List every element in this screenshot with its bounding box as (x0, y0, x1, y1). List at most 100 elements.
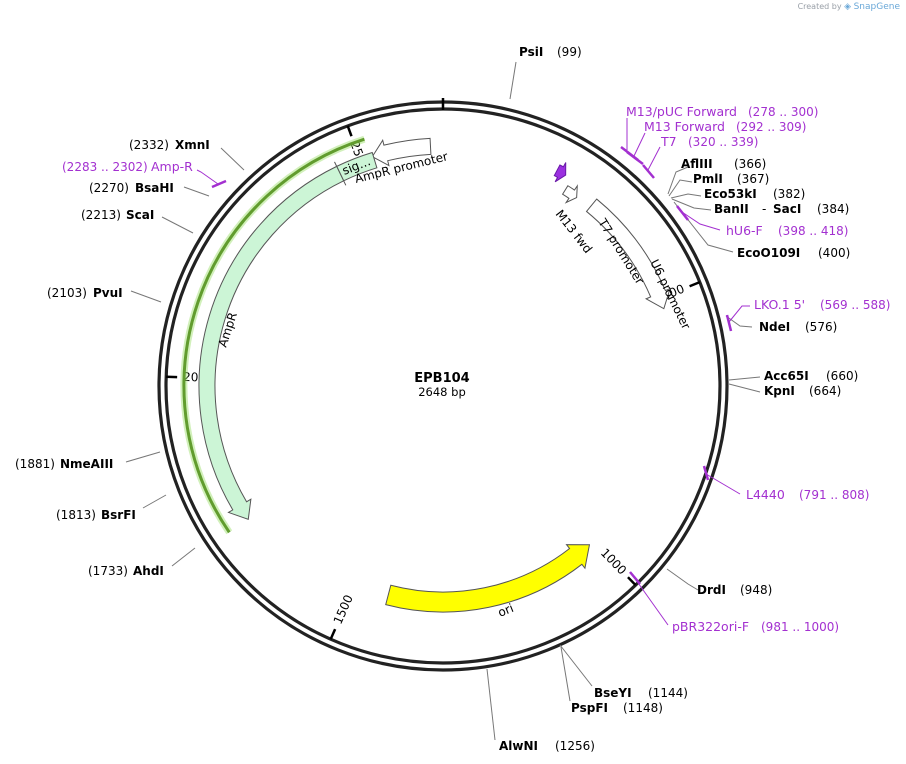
primer-markers (196, 118, 750, 626)
site-name: NdeI (759, 320, 790, 334)
site-position: (367) (737, 172, 769, 186)
site-position: (366) (734, 157, 766, 171)
primer-position: (320 .. 339) (688, 135, 758, 149)
feature-ampr-highlight (180, 135, 366, 535)
site-position: (2213) (81, 208, 121, 222)
site-bsrfi[interactable]: (1813) BsrFI (56, 508, 136, 522)
primer-lko1-5[interactable]: LKO.1 5' (569 .. 588) (754, 297, 890, 312)
credit-prefix: Created by (797, 2, 842, 11)
site-position: (1881) (15, 457, 55, 471)
site-position: (1256) (555, 739, 595, 753)
primer-m13-puc-forward[interactable]: M13/pUC Forward (278 .. 300) (626, 104, 818, 119)
tick-mark (627, 576, 637, 586)
site-position: (948) (740, 583, 772, 597)
site-nmeaiii[interactable]: (1881) NmeAIII (15, 457, 113, 471)
site-name: KpnI (764, 384, 795, 398)
site-acc65i[interactable]: Acc65I (660) (764, 369, 858, 383)
site-afliii[interactable]: AflIII (366) (681, 157, 766, 171)
site-position: (1144) (648, 686, 688, 700)
feature-m13-fwd[interactable] (553, 162, 567, 183)
site-name: AflIII (681, 157, 713, 171)
feature-t7-promoter[interactable] (561, 184, 578, 204)
site-kpni[interactable]: KpnI (664) (764, 384, 841, 398)
feature-ampr[interactable] (198, 165, 345, 520)
site-position: (400) (818, 246, 850, 260)
site-eco53ki[interactable]: Eco53kI (382) (704, 187, 805, 201)
site-position: (384) (817, 202, 849, 216)
site-pmli[interactable]: PmlI (367) (693, 172, 769, 186)
site-name-2: SacI (773, 202, 801, 216)
primer-position: (981 .. 1000) (761, 620, 839, 634)
site-ahdi[interactable]: (1733) AhdI (88, 564, 164, 578)
site-name: Acc65I (764, 369, 809, 383)
site-position: (2332) (129, 138, 169, 152)
site-name: PspFI (571, 701, 608, 715)
site-name: XmnI (175, 138, 210, 152)
site-position: (2103) (47, 286, 87, 300)
snapgene-logo-icon: ◈ (844, 2, 852, 12)
site-position: (99) (557, 45, 582, 59)
site-name: BsrFI (101, 508, 136, 522)
site-drdi[interactable]: DrdI (948) (697, 583, 772, 597)
site-position: (664) (809, 384, 841, 398)
primer-name: hU6-F (726, 223, 763, 238)
site-position: (660) (826, 369, 858, 383)
primer-position: (791 .. 808) (799, 488, 869, 502)
primer-position: (292 .. 309) (736, 120, 806, 134)
site-bseyi[interactable]: BseYI (1144) (594, 686, 688, 700)
site-alwni[interactable]: AlwNI (1256) (499, 739, 595, 753)
site-pvui[interactable]: (2103) PvuI (47, 286, 123, 300)
site-name: PmlI (693, 172, 723, 186)
site-position: (2270) (89, 181, 129, 195)
feature-ori-label: ori (496, 601, 516, 620)
site-bsahi[interactable]: (2270) BsaHI (89, 181, 174, 195)
primer-pbr322ori-f[interactable]: pBR322ori-F (981 .. 1000) (672, 619, 839, 634)
primer-name: T7 (660, 134, 677, 149)
primer-position: (2283 .. 2302) (62, 160, 148, 174)
site-position: (576) (805, 320, 837, 334)
site-position: (382) (773, 187, 805, 201)
site-name: Eco53kI (704, 187, 757, 201)
primer-name: Amp-R (151, 159, 193, 174)
site-name: PsiI (519, 45, 543, 59)
site-pspfi[interactable]: PspFI (1148) (571, 701, 663, 715)
plasmid-name: EPB104 (414, 371, 469, 386)
primer-position: (278 .. 300) (748, 105, 818, 119)
site-position: (1148) (623, 701, 663, 715)
tick-mark (689, 280, 701, 288)
primer-hu6-f[interactable]: hU6-F (398 .. 418) (726, 223, 848, 238)
site-name: AlwNI (499, 739, 538, 753)
site-separator: - (762, 202, 766, 216)
site-name: BanII (714, 202, 749, 216)
primer-name: pBR322ori-F (672, 619, 749, 634)
site-name: ScaI (126, 208, 154, 222)
primer-position: (398 .. 418) (778, 224, 848, 238)
primer-position: (569 .. 588) (820, 298, 890, 312)
primer-l4440[interactable]: L4440 (791 .. 808) (746, 487, 869, 502)
tick-mark (329, 628, 337, 640)
primer-t7[interactable]: T7 (320 .. 339) (660, 134, 758, 149)
primer-name: M13/pUC Forward (626, 104, 737, 119)
site-banii-saci[interactable]: BanII - SacI (384) (714, 202, 849, 216)
feature-m13-fwd-label: M13 fwd (553, 207, 595, 256)
site-scai[interactable]: (2213) ScaI (81, 208, 154, 222)
plasmid-length: 2648 bp (418, 385, 466, 399)
site-name: BsaHI (135, 181, 174, 195)
credit-brand: SnapGene (853, 2, 900, 12)
site-name: BseYI (594, 686, 632, 700)
feature-u6-promoter[interactable] (585, 198, 671, 310)
primer-amp-r[interactable]: (2283 .. 2302) Amp-R (62, 159, 193, 174)
site-name: NmeAIII (60, 457, 113, 471)
restriction-sites: PsiI (99) AflIII (366) PmlI (367) Eco53k… (15, 45, 858, 753)
site-name: EcoO109I (737, 246, 800, 260)
site-name: DrdI (697, 583, 726, 597)
site-xmni[interactable]: (2332) XmnI (129, 138, 210, 152)
site-ecoo109i[interactable]: EcoO109I (400) (737, 246, 850, 260)
primer-m13-forward[interactable]: M13 Forward (292 .. 309) (644, 119, 806, 134)
site-psii[interactable]: PsiI (99) (519, 45, 582, 59)
site-ndei[interactable]: NdeI (576) (759, 320, 837, 334)
feature-ampr-promoter[interactable] (371, 137, 432, 167)
primer-name: LKO.1 5' (754, 297, 805, 312)
feature-ori[interactable] (385, 544, 591, 613)
primer-name: L4440 (746, 487, 785, 502)
